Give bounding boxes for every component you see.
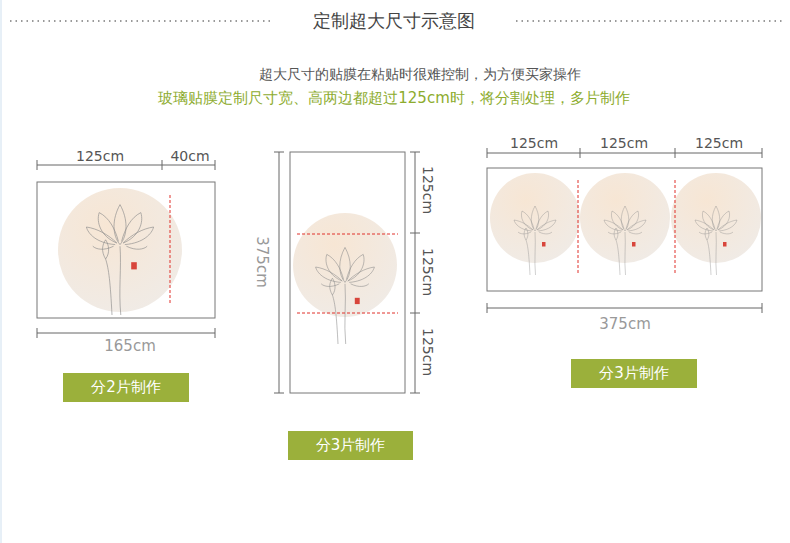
dimension-label: 125cm (76, 148, 124, 165)
dimension-label: 375cm (253, 236, 271, 288)
dimension-label: 40cm (170, 148, 209, 165)
button-text: 分3片制作 (316, 436, 386, 455)
dimension-label: 125cm (420, 166, 437, 214)
dimension-label: 125cm (510, 135, 558, 152)
step-button: 分3片制作 (288, 431, 413, 460)
note-text: 玻璃贴膜定制尺寸宽、高两边都超过125cm时，将分割处理，多片制作 (158, 89, 630, 107)
button-text: 分3片制作 (599, 364, 669, 383)
step-button: 分3片制作 (571, 359, 697, 388)
button-text: 分2片制作 (91, 378, 161, 397)
dimension-label: 125cm (695, 135, 743, 152)
step-button: 分2片制作 (63, 373, 189, 402)
note-text: 超大尺寸的贴膜在粘贴时很难控制，为方便买家操作 (259, 66, 581, 83)
dimension-label: 125cm (600, 135, 648, 152)
page-title: 定制超大尺寸示意图 (313, 10, 475, 32)
dimension-label: 125cm (420, 328, 437, 376)
dimension-label: 375cm (599, 315, 651, 333)
dimension-label: 165cm (104, 337, 156, 355)
dimension-label: 125cm (420, 248, 437, 296)
